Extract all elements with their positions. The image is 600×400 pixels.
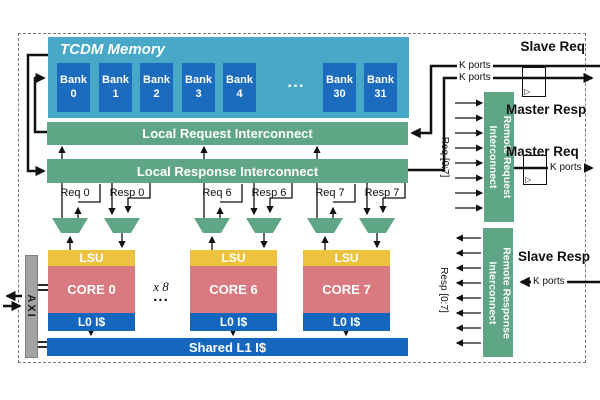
tcdm-to-local-response-wire <box>26 53 48 177</box>
master-req-kports: K ports <box>548 162 584 174</box>
core0-block: CORE 0 <box>48 266 135 313</box>
core0-l0-cache: L0 I$ <box>48 313 135 331</box>
core7-resp-mux <box>359 218 395 233</box>
core7-l0-cache: L0 I$ <box>303 313 390 331</box>
core0-req-label: Req 0 <box>60 187 90 199</box>
shared-l1-cache: Shared L1 I$ <box>47 338 408 356</box>
axi-wires <box>3 290 22 312</box>
axi-label: AXI <box>25 294 38 319</box>
clock-triangle-icon: ▷ <box>524 87 531 96</box>
local-request-to-tcdm-wire <box>33 72 47 134</box>
slave-req-kports: K ports <box>457 60 493 72</box>
slave-resp-label: Slave Resp <box>518 249 591 264</box>
core-replication-x8: x 8 <box>153 279 169 294</box>
master-resp-kports: K ports <box>457 72 493 84</box>
core6-req-demux <box>194 218 230 233</box>
req-bundle-label: Req [0:7] <box>439 136 451 178</box>
core6-resp-label: Resp 6 <box>251 187 287 199</box>
core7-req-label: Req 7 <box>315 187 345 199</box>
slave-req-wire <box>410 64 600 139</box>
core7-resp-label: Resp 7 <box>364 187 400 199</box>
local-request-interconnect: Local Request Interconnect <box>47 122 408 145</box>
core-replication-dots: ... <box>153 288 169 305</box>
clock-triangle-icon: ▷ <box>525 175 532 184</box>
req-bundle-arrows <box>455 99 484 212</box>
core6-lsu: LSU <box>190 250 277 266</box>
remote-response-interconnect-label: Remote Response Interconnect <box>486 246 512 339</box>
core6-resp-mux <box>246 218 282 233</box>
core7-block: CORE 7 <box>303 266 390 313</box>
core6-l0-cache: L0 I$ <box>190 313 277 331</box>
slave-req-label: Slave Req <box>520 39 585 54</box>
core0-req-demux <box>52 218 88 233</box>
master-req-label: Master Req <box>506 144 579 159</box>
axi-port-block <box>25 255 38 358</box>
bank-ellipsis: ... <box>287 72 305 91</box>
core0-resp-label: Resp 0 <box>109 187 145 199</box>
resp-bundle-label: Resp [0:7] <box>438 267 450 313</box>
master-resp-label: Master Resp <box>506 102 587 117</box>
remote-request-interconnect <box>484 92 514 222</box>
master-resp-register: ▷ <box>522 67 546 97</box>
axi-double-links <box>38 284 48 348</box>
remote-response-interconnect <box>483 228 513 357</box>
core0-resp-mux <box>104 218 140 233</box>
core6-block: CORE 6 <box>190 266 277 313</box>
master-resp-wire <box>408 72 594 172</box>
lsu-mux-trapezoids <box>52 218 395 233</box>
master-req-register: ▷ <box>523 155 547 185</box>
core0-lsu: LSU <box>48 250 135 266</box>
local-interconnect-feedback-wires <box>26 53 48 177</box>
core7-req-demux <box>307 218 343 233</box>
resp-bundle-arrows <box>455 234 481 347</box>
cluster-boundary <box>18 33 586 363</box>
tcdm-title: TCDM Memory <box>60 41 166 58</box>
local-response-interconnect: Local Response Interconnect <box>47 159 408 183</box>
core7-lsu: LSU <box>303 250 390 266</box>
core6-req-label: Req 6 <box>202 187 232 199</box>
slave-resp-kports: K ports <box>531 276 567 288</box>
